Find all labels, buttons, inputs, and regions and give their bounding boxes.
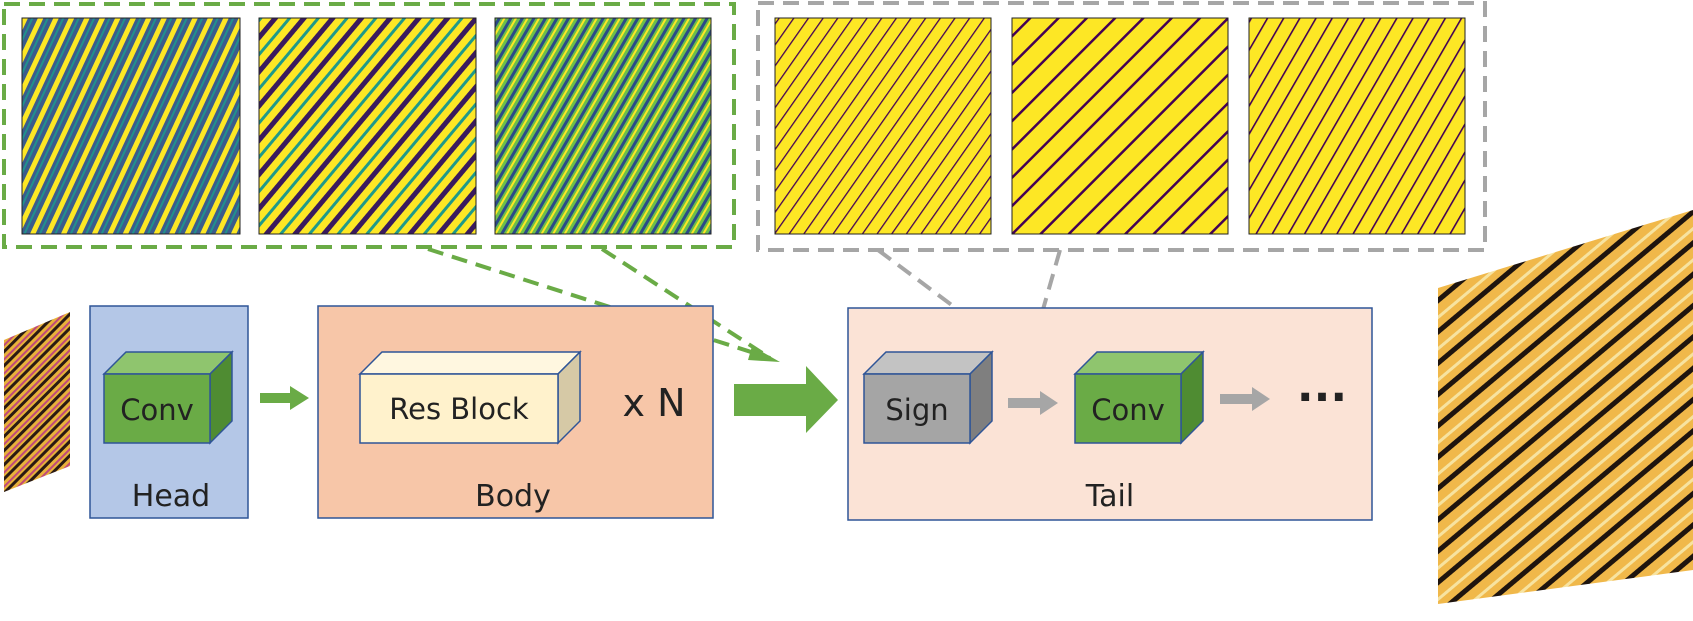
body-feature-map-1 (21, 17, 241, 235)
body-title: Body (475, 479, 551, 514)
tail-callout-line-2 (1026, 249, 1062, 363)
tail-conv-label: Conv (1091, 393, 1165, 427)
res-block-label: Res Block (389, 392, 529, 426)
ellipsis: ··· (1297, 372, 1347, 423)
head-conv-label: Conv (120, 393, 194, 427)
body-to-tail-arrow (734, 366, 838, 433)
tail-feature-map-1 (774, 17, 992, 235)
output-image (1438, 210, 1693, 604)
tail-feature-map-2 (1011, 17, 1229, 235)
tail-conv-block: Conv (1073, 350, 1205, 445)
body-callout-line-1 (427, 247, 771, 360)
body-callout-line-2 (600, 247, 772, 360)
tail-feature-map-3 (1248, 17, 1466, 235)
body-feature-map-2 (258, 17, 477, 235)
input-image (4, 312, 70, 492)
body-callout-arrowhead (748, 346, 780, 362)
sign-to-conv-arrow (1008, 391, 1058, 415)
repeat-label: x N (623, 381, 686, 425)
sign-block: Sign (862, 350, 994, 445)
conv-to-more-arrow (1220, 387, 1270, 411)
head-to-body-arrow (260, 386, 309, 410)
sign-label: Sign (885, 393, 948, 427)
body-feature-maps-frame (2, 2, 736, 249)
res-block: Res Block (358, 350, 582, 445)
head-conv-block: Conv (102, 350, 234, 445)
body-feature-map-3 (494, 17, 712, 235)
head-title: Head (132, 479, 210, 514)
tail-title: Tail (1085, 479, 1134, 514)
tail-feature-maps-frame (756, 1, 1487, 252)
